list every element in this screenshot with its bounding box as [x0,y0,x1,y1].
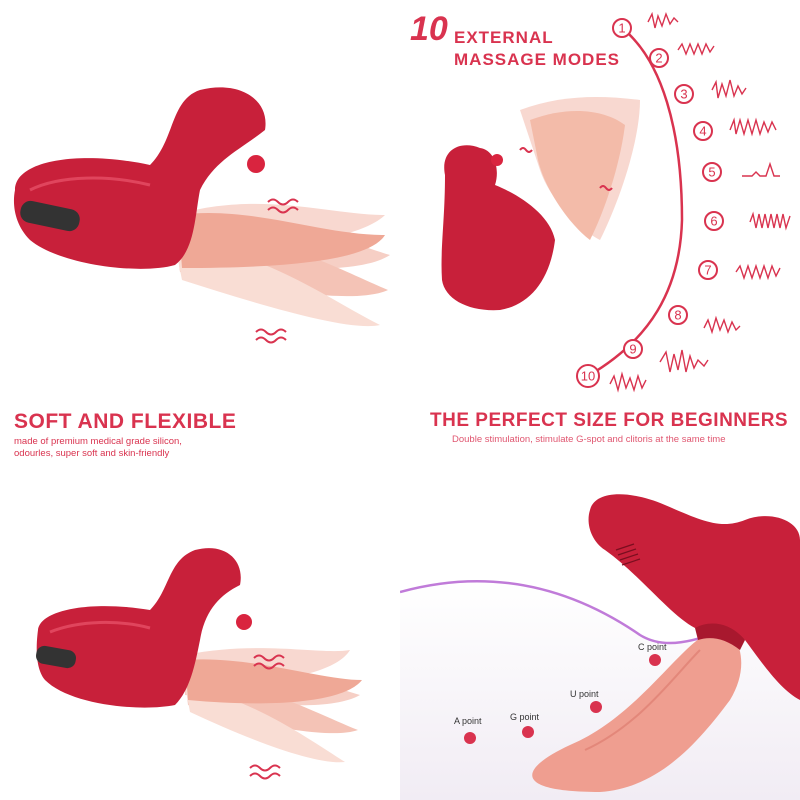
waveform-6 [749,211,791,231]
mode-number-8: 8 [674,308,681,323]
mode-number-2: 2 [655,51,662,66]
tongue-arm [178,212,385,268]
waveform-3 [711,79,747,99]
mode-marker-2 [649,48,669,68]
panel-beginner-size: THE PERFECT SIZE FOR BEGINNERS Double st… [400,400,800,800]
tongue-arm [185,659,362,704]
modes-count: 10 [410,10,448,48]
modes-arc [587,27,684,378]
vibration-icon [255,328,287,336]
soft-desc-line2: odourles, super soft and skin-friendly [14,448,170,459]
tongue-arm [530,110,625,240]
waveform-2 [677,42,715,56]
mode-number-3: 3 [680,87,687,102]
u-point-label: U point [570,689,599,699]
panel-soft-flexible: SOFT AND FLEXIBLE made of premium medica… [0,400,400,800]
panel-massage-modes: 10 EXTERNAL MASSAGE MODES 1 2 3 4 [400,0,800,400]
tongue-trail [185,685,345,763]
anatomy-diagram: C point U point G point A point [400,494,800,800]
size-title: THE PERFECT SIZE FOR BEGINNERS [430,410,789,431]
g-point-label: G point [510,712,540,722]
mode-marker-7 [698,260,718,280]
mode-markers: 1 2 3 4 5 6 7 8 9 10 [576,18,724,388]
mode-marker-5 [702,162,722,182]
waveform-7 [735,263,781,281]
mode-number-1: 1 [618,21,625,36]
waveform-1 [647,11,679,29]
waveform-9 [659,349,709,373]
mode-marker-4 [693,121,713,141]
a-point-label: A point [454,716,482,726]
mode-marker-8 [668,305,688,325]
suction-dot [236,614,252,630]
soft-desc-line1: made of premium medical grade silicon, [14,436,182,447]
mode-marker-9 [623,339,643,359]
a-point-marker [464,732,476,744]
size-description: Double stimulation, stimulate G-spot and… [452,434,726,445]
toy-body [441,145,555,311]
anatomy-background [400,581,800,800]
vibration-icon [249,764,281,772]
toy-illustration [13,87,390,344]
suction-grille [615,543,641,566]
c-point-label: C point [638,642,667,652]
mode-number-9: 9 [629,342,636,357]
mode-number-4: 4 [699,124,706,139]
toy-body [36,548,241,708]
vibration-icon [519,147,533,153]
mode-number-6: 6 [710,214,717,229]
waveform-5 [742,161,780,177]
vibration-icon [253,654,285,662]
mode-marker-6 [704,211,724,231]
u-point-marker [590,701,602,713]
tongue-arm [532,630,742,792]
toy-body [588,494,800,700]
panel-product-motion [0,0,400,400]
soft-title: SOFT AND FLEXIBLE [14,410,237,433]
waveform-4 [729,117,777,137]
soft-description: made of premium medical grade silicon, o… [14,436,182,460]
modes-title-line2: MASSAGE MODES [454,50,621,69]
modes-title-line1: EXTERNAL [454,28,554,47]
waveform-10 [609,371,647,393]
g-point-marker [522,726,534,738]
suction-dot [491,154,503,166]
c-point-marker [649,654,661,666]
mode-number-10: 10 [581,369,595,384]
mode-number-7: 7 [704,263,711,278]
waveform-8 [703,315,741,335]
control-panel [20,200,80,232]
mode-waveforms [609,11,791,393]
toy-illustration [36,548,362,780]
mode-marker-1 [612,18,632,38]
vibration-icon [599,185,613,191]
mode-number-5: 5 [708,165,715,180]
vibration-icon [267,198,299,206]
suction-dot [247,155,265,173]
modes-diagram: 1 2 3 4 5 6 7 8 9 10 [441,11,791,393]
control-panel [36,645,76,669]
modes-title: EXTERNAL MASSAGE MODES [454,27,620,71]
mode-marker-10 [576,364,600,388]
mode-marker-3 [674,84,694,104]
